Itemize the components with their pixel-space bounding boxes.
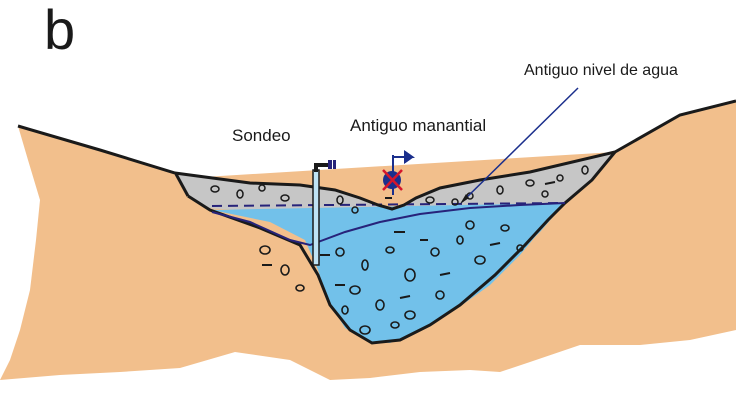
panel-label: b <box>44 2 75 58</box>
antiguo-manantial-label: Antiguo manantial <box>350 116 486 136</box>
sondeo-label: Sondeo <box>232 126 291 146</box>
antiguo-nivel-agua-label: Antiguo nivel de agua <box>524 62 678 80</box>
flag-icon <box>393 150 414 164</box>
